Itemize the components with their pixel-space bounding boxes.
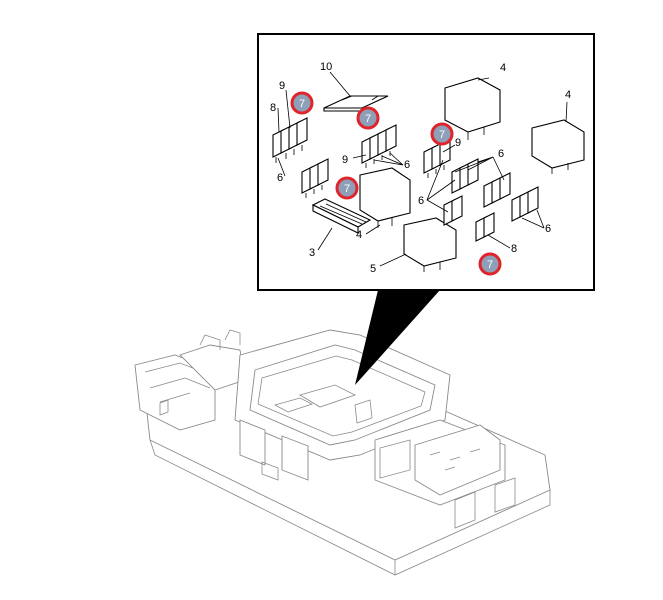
marker-7-c: 7	[430, 122, 454, 146]
callout-9-left: 9	[279, 80, 285, 92]
callout-6-left: 6	[277, 172, 283, 184]
callout-6-center: 6	[404, 159, 410, 171]
relay-right	[531, 119, 585, 169]
inset-parts	[272, 71, 585, 272]
marker-7-d: 7	[335, 176, 359, 200]
callout-10: 10	[320, 61, 332, 73]
svg-text:7: 7	[487, 259, 493, 271]
relay-bottom	[403, 217, 457, 267]
callout-6-right-mid: 6	[418, 195, 424, 207]
callout-4-top: 4	[500, 62, 506, 74]
callout-4-right: 4	[565, 89, 571, 101]
mini-fuse-group-left	[272, 117, 308, 163]
callout-labels: 10 4 4 4 9 9 9 8 8 6 6 6 6 6 3 5	[270, 61, 571, 275]
callout-5: 5	[370, 263, 376, 275]
mini-fuse-group-right-e	[443, 195, 463, 226]
mini-fuse-group-right-d	[511, 186, 539, 222]
svg-text:7: 7	[439, 129, 445, 141]
mini-fuse-group-right-c	[483, 172, 511, 208]
zoom-pointer	[355, 290, 440, 385]
callout-6-right-bottom: 6	[545, 223, 551, 235]
callout-6-right-top: 6	[498, 148, 504, 160]
svg-text:7: 7	[344, 183, 350, 195]
callout-4-center: 4	[356, 229, 362, 241]
callout-9-center: 9	[342, 154, 348, 166]
svg-text:7: 7	[299, 98, 305, 110]
mini-fuse-group-right-a	[423, 138, 451, 178]
marker-7-a: 7	[290, 91, 314, 115]
svg-text:7: 7	[365, 113, 371, 125]
callout-8-right: 8	[511, 243, 517, 255]
relay-top	[444, 77, 501, 133]
mini-fuse-group-center	[361, 124, 397, 168]
callout-8-left: 8	[270, 102, 276, 114]
marker-7-e: 7	[478, 252, 502, 276]
callout-markers: 7 7 7 7 7	[290, 91, 502, 276]
relay-center	[359, 167, 411, 222]
callout-3: 3	[309, 247, 315, 259]
fuse-block-housing	[134, 329, 551, 576]
mini-fuse-group-right-f	[475, 212, 495, 242]
marker-7-b: 7	[356, 106, 380, 130]
mini-fuse-group-lower-left	[301, 158, 329, 198]
callout-9-right: 9	[455, 137, 461, 149]
